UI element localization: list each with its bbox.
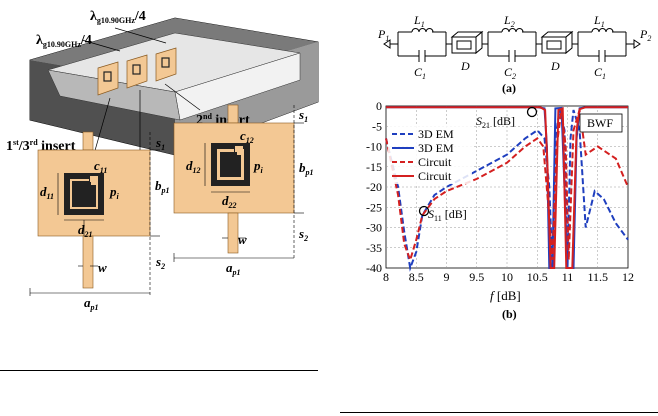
dim-p-left: pi <box>109 184 120 201</box>
lambda-label-left: λg10.90GHz/4 <box>36 33 92 49</box>
legend-item-3d-em-s21: 3D EM <box>392 141 454 155</box>
dim-w-right: w <box>238 232 247 247</box>
x-tick-label: 8.5 <box>409 270 424 284</box>
legend-label: 3D EM <box>418 141 454 155</box>
column-rule-left <box>0 370 318 371</box>
dim-b-right: bp1 <box>299 160 314 177</box>
series-line-3d-em-s11 <box>385 109 629 272</box>
coupling-d-label-1: D <box>460 59 470 73</box>
waveguide-3d-illustration <box>29 17 319 169</box>
circuit-labels: P1 P2 L1 C1 L2 C2 L1 C1 D D <box>377 13 651 81</box>
y-tick-label: -5 <box>372 119 382 133</box>
y-tick-label: -20 <box>366 180 382 194</box>
dim-d12: d12 <box>186 158 201 175</box>
dim-p-right: pi <box>253 158 264 175</box>
caption-b: (b) <box>502 307 517 321</box>
capacitor-c1b-label: C1 <box>594 65 606 81</box>
x-tick-label: 10 <box>501 270 513 284</box>
dim-d21: d21 <box>78 222 93 239</box>
y-tick-label: -25 <box>366 200 382 214</box>
y-tick-label: -30 <box>366 221 382 235</box>
dim-a-right: ap1 <box>226 260 241 277</box>
dim-d11: d11 <box>40 184 54 201</box>
legend-item-3d-em-s11: 3D EM <box>392 127 454 141</box>
coupling-d-label-2: D <box>550 59 560 73</box>
x-tick-label: 8 <box>383 270 389 284</box>
port-2-label: P2 <box>639 27 651 43</box>
dim-s1-left: s1 <box>155 135 165 152</box>
capacitor-c2-label: C2 <box>504 65 516 81</box>
tick-labels: 8 8.5 9 9.5 10 10.5 11 11.5 12 0 -5 -10 -15 -20 -25 -30… <box>366 99 634 284</box>
insert-plate-1 <box>97 61 119 96</box>
series-line-circuit-s21 <box>386 106 628 269</box>
insert-2-detail <box>173 104 304 262</box>
x-tick-label: 11 <box>562 270 574 284</box>
y-tick-label: -35 <box>366 241 382 255</box>
inductor-l1b-label: L1 <box>593 13 605 29</box>
dim-a-left: ap1 <box>84 295 99 312</box>
dim-d22: d22 <box>222 193 237 210</box>
inductor-l1-label: L1 <box>413 13 425 29</box>
port-1-label: P1 <box>377 27 389 43</box>
annotation-s11: S11 [dB] <box>428 207 467 223</box>
dim-c-right: c12 <box>240 128 254 145</box>
dim-w-left: w <box>98 260 107 275</box>
bwf-box <box>579 113 623 133</box>
legend-label: Circuit <box>418 169 452 183</box>
equivalent-circuit <box>383 28 641 62</box>
insert-plate-2 <box>126 54 148 89</box>
dim-s2-left: s2 <box>155 254 165 271</box>
legend-label: 3D EM <box>418 127 454 141</box>
x-tick-label: 9 <box>444 270 450 284</box>
dim-s1-right: s1 <box>298 107 308 124</box>
insert-1-3-detail <box>29 131 160 296</box>
series-lines <box>385 106 629 272</box>
x-axis-label: f [dB] <box>490 288 521 303</box>
legend-item-circuit-s21: Circuit <box>392 169 452 183</box>
lambda-label-top: λg10.90GHz/4 <box>90 9 146 25</box>
inductor-l2-label: L2 <box>503 13 515 29</box>
caption-a: (a) <box>502 81 516 95</box>
s11-marker-circle <box>418 205 430 217</box>
legend-item-circuit-s11: Circuit <box>392 155 452 169</box>
column-rule-right <box>340 412 658 413</box>
x-tick-label: 11.5 <box>587 270 608 284</box>
legend-label: Circuit <box>418 155 452 169</box>
s21-marker-circle <box>526 106 538 118</box>
y-tick-label: -10 <box>366 140 382 154</box>
x-tick-label: 12 <box>622 270 634 284</box>
legend: 3D EM 3D EM Circuit Circuit <box>388 124 472 184</box>
x-tick-label: 10.5 <box>527 270 548 284</box>
x-tick-label: 9.5 <box>469 270 484 284</box>
y-tick-label: 0 <box>376 99 382 113</box>
s-parameter-chart: 8 8.5 9 9.5 10 10.5 11 11.5 12 0 -5 -10 -15 -20 -25 -30… <box>366 99 634 303</box>
capacitor-c1-label: C1 <box>414 65 426 81</box>
y-tick-label: -15 <box>366 160 382 174</box>
y-tick-label: -40 <box>366 261 382 275</box>
dim-c-left: c11 <box>94 158 107 175</box>
annotation-s21: S21 [dB] <box>476 114 515 130</box>
insert-plate-3 <box>155 47 177 82</box>
dim-s2-right: s2 <box>298 226 308 243</box>
bwf-label: BWF <box>587 116 613 130</box>
dim-b-left: bp1 <box>155 178 170 195</box>
